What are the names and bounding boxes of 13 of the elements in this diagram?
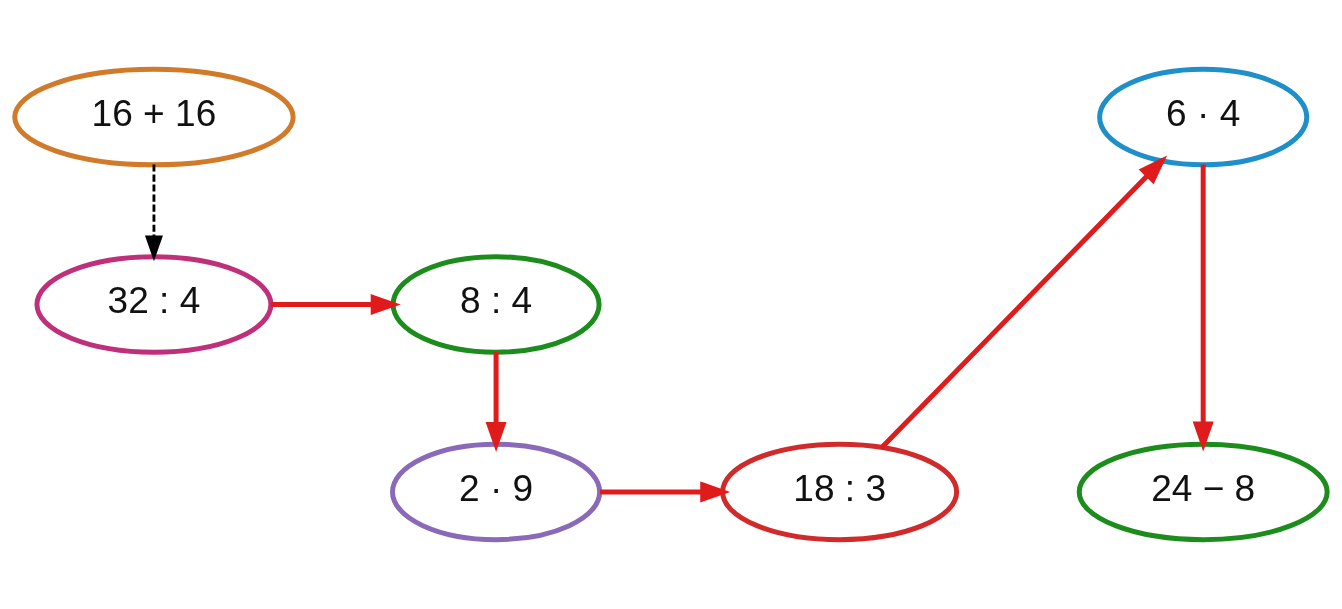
arrow [1192, 164, 1214, 452]
arrow [879, 155, 1168, 450]
node-ellipse: 6 · 4 [1097, 66, 1310, 168]
node-ellipse: 8 : 4 [390, 254, 602, 355]
arrow [270, 294, 401, 315]
arrow [600, 481, 731, 503]
node-ellipse: 18 : 3 [720, 441, 960, 543]
node-ellipse: 32 : 4 [34, 254, 274, 355]
arrow [144, 164, 163, 262]
node-ellipse: 24 − 8 [1076, 441, 1330, 543]
arrow [485, 352, 507, 452]
node-ellipse: 16 + 16 [12, 66, 296, 168]
node-ellipse: 2 · 9 [390, 441, 603, 543]
